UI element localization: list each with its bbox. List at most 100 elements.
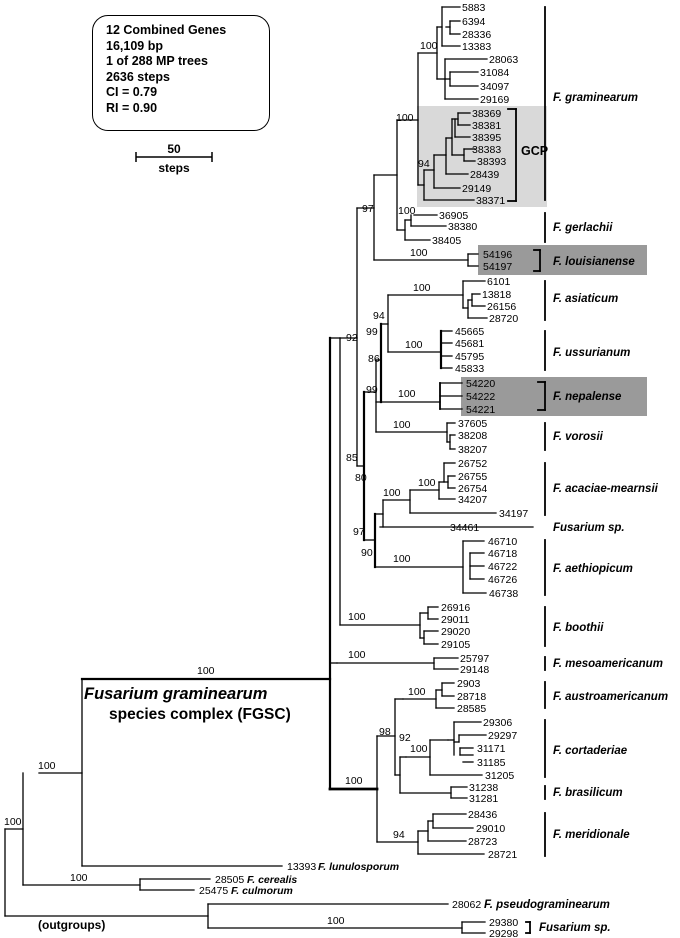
- strain-label: 45681: [455, 338, 484, 350]
- strain-label: 28439: [470, 169, 499, 181]
- bootstrap-value: 90: [361, 547, 373, 559]
- strain-label: 29297: [488, 730, 517, 742]
- bootstrap-value: 99: [366, 384, 378, 396]
- tree-branches: [4, 6, 546, 934]
- strain-label: 54221: [466, 404, 495, 416]
- strain-label: 31205: [485, 770, 514, 782]
- bootstrap-value: 100: [38, 760, 56, 772]
- strain-label: 5883: [462, 2, 486, 14]
- strain-label: 31171: [477, 743, 506, 755]
- bootstrap-value: 99: [366, 326, 378, 338]
- strain-label: 28505: [215, 874, 244, 886]
- strain-label: 34461: [450, 522, 479, 534]
- strain-label: 25797: [460, 653, 489, 665]
- clade-label: F. acaciae-mearnsii: [553, 483, 659, 495]
- strain-label: 28062: [452, 899, 481, 911]
- clade-label: F. meridionale: [553, 829, 630, 841]
- nepalense-shade-box: [461, 377, 647, 416]
- strain-label: 26156: [487, 301, 516, 313]
- strain-label: 38405: [432, 235, 461, 247]
- strain-label: 28721: [488, 849, 517, 861]
- strain-label: 37605: [458, 418, 487, 430]
- strain-label: 2903: [457, 678, 481, 690]
- bootstrap-value: 100: [348, 611, 366, 623]
- strain-label: 28718: [457, 691, 486, 703]
- strain-label: 46726: [488, 574, 517, 586]
- strain-label: 29298: [489, 928, 518, 938]
- bootstrap-value: 100: [383, 487, 401, 499]
- clade-label: F. nepalense: [553, 391, 622, 403]
- strain-label: 6101: [487, 276, 511, 288]
- outgroup-name: F. culmorum: [231, 885, 293, 897]
- strain-label: 31185: [477, 757, 506, 769]
- bootstrap-value: 100: [398, 388, 416, 400]
- strain-label: 38383: [472, 144, 501, 156]
- clade-label: F. gerlachii: [553, 222, 613, 234]
- strain-label: 34097: [480, 81, 509, 93]
- bootstrap-value: 97: [362, 203, 374, 215]
- fgsc-subtitle: species complex (FGSC): [109, 706, 291, 723]
- strain-label: 29105: [441, 639, 470, 651]
- bootstrap-value: 100: [197, 665, 215, 677]
- info-bp: 16,109 bp: [106, 38, 163, 53]
- bootstrap-value: 100: [393, 419, 411, 431]
- tree-statistics-box: 12 Combined Genes 16,109 bp 1 of 288 MP …: [92, 15, 270, 131]
- tree-labels: 5883639428336133832806331084340972916910…: [4, 2, 668, 938]
- strain-label: 29020: [441, 626, 470, 638]
- strain-label: 29169: [480, 94, 509, 106]
- gcp-shade-box: [417, 106, 547, 207]
- clade-label: Fusarium sp.: [539, 922, 611, 934]
- strain-label: 46710: [488, 536, 517, 548]
- strain-label: 13383: [462, 41, 491, 53]
- strain-label: 54196: [483, 249, 512, 261]
- bootstrap-value: 100: [405, 339, 423, 351]
- clade-label: F. vorosii: [553, 431, 604, 443]
- info-ri: RI = 0.90: [106, 100, 158, 115]
- strain-label: 38207: [458, 444, 487, 456]
- bootstrap-value: 100: [393, 553, 411, 565]
- strain-label: 29149: [462, 183, 491, 195]
- gcp-label: GCP: [521, 144, 548, 158]
- clade-label: F. boothii: [553, 622, 604, 634]
- outgroups-label: (outgroups): [38, 918, 106, 932]
- strain-label: 29011: [441, 614, 470, 626]
- strain-label: 31084: [480, 67, 509, 79]
- strain-label: 26755: [458, 471, 487, 483]
- strain-label: 34197: [499, 508, 528, 520]
- strain-label: 25475: [199, 885, 228, 897]
- outgroup-name: F. lunulosporum: [318, 861, 399, 873]
- strain-label: 46722: [488, 561, 517, 573]
- clade-label: F. louisianense: [553, 256, 635, 268]
- strain-label: 31238: [469, 782, 498, 794]
- bootstrap-value: 100: [70, 872, 88, 884]
- strain-label: 38371: [476, 195, 505, 207]
- bootstrap-value: 100: [348, 649, 366, 661]
- louisianense-shade-box: [478, 245, 647, 275]
- strain-label: 29380: [489, 917, 518, 929]
- clade-label: F. aethiopicum: [553, 563, 633, 575]
- strain-label: 29010: [476, 823, 505, 835]
- bootstrap-value: 80: [355, 472, 367, 484]
- clade-label: F. mesoamericanum: [553, 658, 663, 670]
- outgroup-name: F. pseudograminearum: [484, 899, 610, 911]
- scale-bar-unit: steps: [158, 161, 190, 175]
- bootstrap-value: 100: [410, 247, 428, 259]
- bootstrap-value: 100: [408, 686, 426, 698]
- bootstrap-value: 100: [398, 205, 416, 217]
- fgsc-title: Fusarium graminearum: [84, 685, 268, 703]
- strain-label: 38395: [472, 132, 501, 144]
- strain-label: 45833: [455, 363, 484, 375]
- scale-bar-value: 50: [167, 142, 181, 156]
- strain-label: 36905: [439, 210, 468, 222]
- bootstrap-value: 92: [346, 332, 358, 344]
- bootstrap-value: 100: [420, 40, 438, 52]
- bootstrap-value: 94: [418, 158, 430, 170]
- strain-label: 29306: [483, 717, 512, 729]
- clade-label: F. graminearum: [553, 92, 638, 104]
- bootstrap-value: 98: [379, 726, 391, 738]
- strain-label: 38380: [448, 221, 477, 233]
- strain-label: 34207: [458, 494, 487, 506]
- strain-label: 38393: [477, 156, 506, 168]
- strain-label: 38369: [472, 108, 501, 120]
